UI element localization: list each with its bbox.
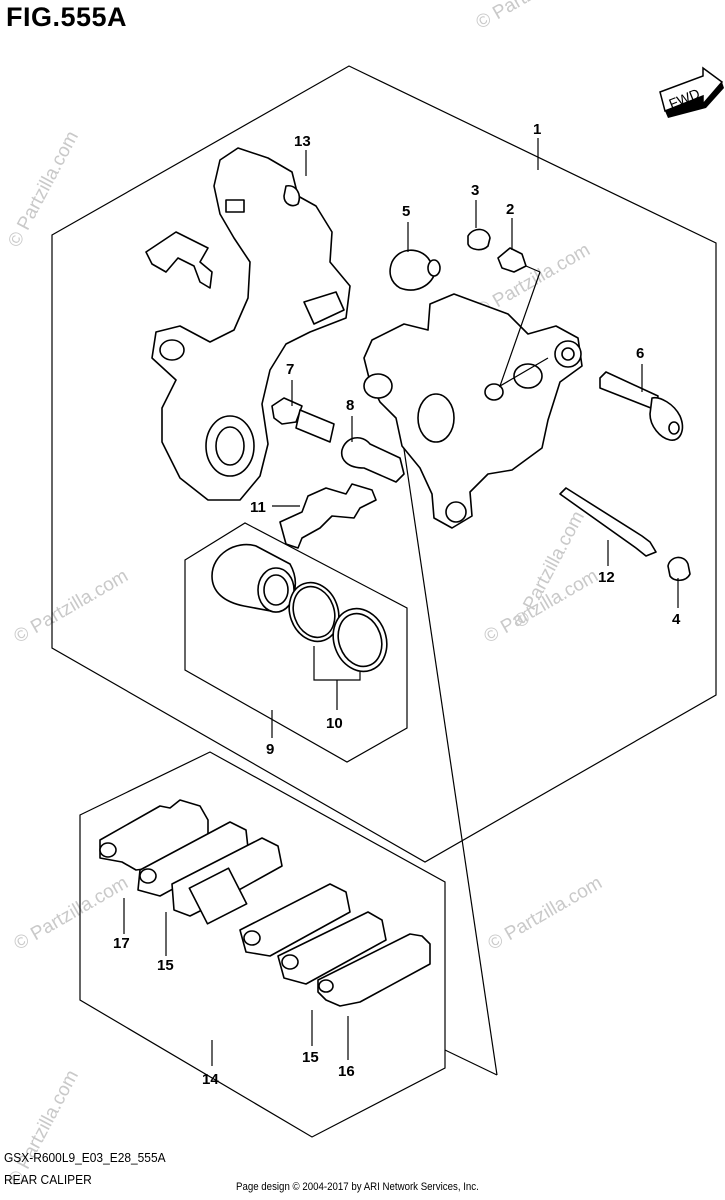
callout-17: 17 xyxy=(113,935,130,952)
piston-kit-outline xyxy=(184,522,408,763)
pad-set-outline xyxy=(79,751,446,1138)
callout-9: 9 xyxy=(266,741,274,758)
callout-3: 3 xyxy=(471,182,479,199)
callout-16: 16 xyxy=(338,1063,355,1080)
bleeder-cap xyxy=(467,228,491,251)
callout-11: 11 xyxy=(250,499,266,516)
callout-6: 6 xyxy=(636,345,644,362)
fwd-arrow-icon: FWD xyxy=(659,66,724,118)
callout-5: 5 xyxy=(402,203,410,220)
brake-pad xyxy=(277,911,387,985)
pin-boot xyxy=(340,437,405,483)
slide-pin xyxy=(599,371,684,441)
slide-pin-long xyxy=(559,487,657,557)
model-code: GSX-R600L9_E03_E28_555A xyxy=(4,1150,166,1165)
caliper-bracket xyxy=(151,147,351,501)
bleeder-valve xyxy=(497,247,541,273)
callout-15a: 15 xyxy=(157,957,174,974)
callout-15b: 15 xyxy=(302,1049,319,1066)
callout-12: 12 xyxy=(598,569,615,586)
callout-7: 7 xyxy=(286,361,294,378)
callout-4: 4 xyxy=(672,611,681,628)
copyright-credit: Page design © 2004-2017 by ARI Network S… xyxy=(236,1181,479,1193)
dust-boot xyxy=(389,249,441,291)
callout-13: 13 xyxy=(294,133,311,150)
pad-shim xyxy=(99,799,209,871)
leader-line xyxy=(396,401,498,1076)
pad-spring xyxy=(279,483,377,549)
figure-title: FIG.555A xyxy=(6,2,128,32)
pin-bolt xyxy=(271,397,335,443)
caliper-body xyxy=(363,293,583,529)
callout-14: 14 xyxy=(202,1071,219,1088)
pin-plug xyxy=(667,556,691,582)
piston-seal-set xyxy=(288,581,388,673)
callout-2: 2 xyxy=(506,201,514,218)
pad-shim xyxy=(317,933,431,1007)
callout-1: 1 xyxy=(533,121,541,138)
pad-spring-clip xyxy=(145,231,213,289)
assembly-name: REAR CALIPER xyxy=(4,1172,92,1187)
brake-pad xyxy=(239,883,351,957)
caliper-piston xyxy=(211,543,297,613)
leader-line xyxy=(444,1049,498,1076)
leader-line xyxy=(498,271,549,388)
caliper-assembly-outline xyxy=(51,65,717,863)
callout-10: 10 xyxy=(326,715,343,732)
callout-8: 8 xyxy=(346,397,354,414)
